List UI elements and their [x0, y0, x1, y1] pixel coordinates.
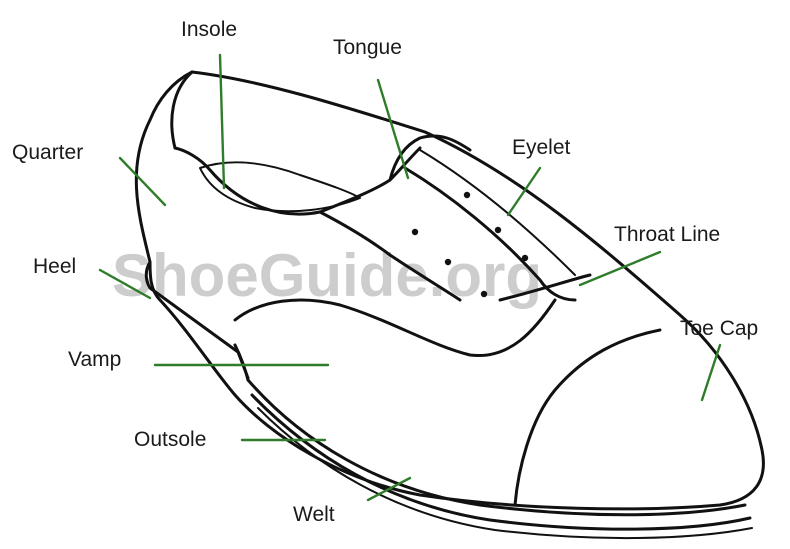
label-welt: Welt: [293, 503, 335, 526]
eyelet-hole: [495, 227, 501, 233]
label-outsole: Outsole: [134, 428, 206, 451]
label-heel: Heel: [33, 255, 76, 278]
label-quarter: Quarter: [12, 141, 83, 164]
throat-line-leader: [580, 252, 660, 285]
label-throat-line: Throat Line: [614, 223, 720, 246]
tongue-leader: [378, 80, 408, 178]
eyelet-hole: [412, 229, 418, 235]
eyelet-leader: [508, 168, 540, 215]
eyelet-hole: [522, 255, 528, 261]
label-vamp: Vamp: [68, 348, 121, 371]
quarter-leader: [120, 158, 165, 205]
collar-opening: [175, 148, 420, 214]
eyelet-hole: [445, 259, 451, 265]
watermark: ShoeGuide.org: [112, 242, 542, 309]
label-insole: Insole: [181, 18, 237, 41]
label-toe-cap: Toe Cap: [680, 317, 758, 340]
eyelet-hole: [464, 192, 470, 198]
label-tongue: Tongue: [333, 36, 402, 59]
eyelet-hole: [481, 291, 487, 297]
heel-breast: [235, 345, 248, 380]
toe-cap-leader: [702, 345, 720, 400]
welt-line: [248, 380, 745, 515]
toe-cap-seam: [515, 330, 660, 505]
insole-leader: [220, 55, 224, 188]
label-eyelet: Eyelet: [512, 136, 571, 159]
